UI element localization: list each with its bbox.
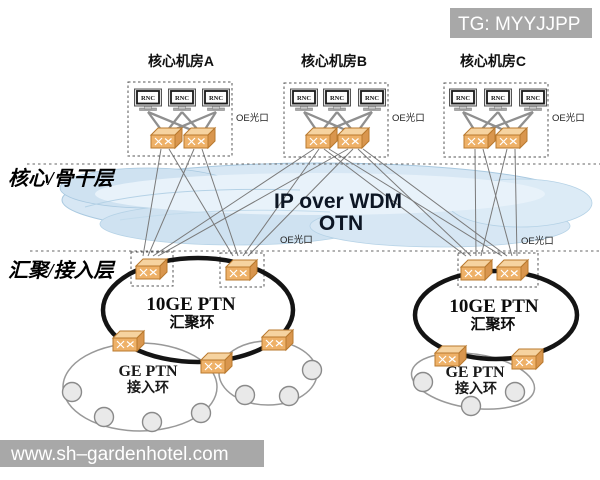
core-room-c-box	[443, 82, 549, 158]
access-node-icon	[234, 384, 256, 406]
right-access-ring-title: GE PTN	[445, 364, 505, 381]
aggregation-ring-right	[412, 268, 580, 362]
access-node-icon	[61, 381, 83, 403]
access-node-icon	[190, 402, 212, 424]
left-ring-title: 10GE PTN	[146, 294, 235, 315]
rnc-labels: RNC RNC RNC RNC RNC RNC RNC RNC RNC	[141, 95, 540, 102]
aggregation-node-icon	[511, 348, 544, 370]
core-router-icon	[495, 127, 528, 149]
aggregation-node-icon	[496, 259, 529, 281]
core-router-icon	[463, 127, 496, 149]
rnc-label: RNC	[175, 95, 189, 102]
rnc-label: RNC	[365, 95, 379, 102]
rnc-label: RNC	[209, 95, 223, 102]
agg-node-box-left-1	[130, 251, 174, 287]
rnc-label: RNC	[330, 95, 344, 102]
core-room-a-label: 核心机房A	[148, 53, 214, 69]
watermark-top-text: TG: MYYJJPP	[458, 14, 580, 35]
access-node-icon	[412, 371, 434, 393]
aggregation-node-icon	[200, 352, 233, 374]
agg-node-box-left-2	[219, 252, 265, 288]
aggregation-layer-label: 汇聚/接入层	[8, 259, 117, 282]
rnc-label: RNC	[491, 95, 505, 102]
core-to-aggregation-links	[142, 148, 518, 257]
watermark-top-right: TG: MYYJJPP	[450, 8, 592, 38]
core-router-icon	[183, 127, 216, 149]
core-layer-label: 核心/骨干层	[8, 167, 117, 190]
rnc-label: RNC	[297, 95, 311, 102]
watermark-bottom-text: www.sh–gardenhotel.com	[10, 444, 229, 465]
aggregation-node-icon	[225, 259, 258, 281]
access-node-icon	[93, 406, 115, 428]
cloud-title-line2: OTN	[319, 212, 363, 235]
left-access-ring-subtitle: 接入环	[127, 379, 169, 396]
core-room-b-label: 核心机房B	[301, 53, 367, 69]
access-node-icon	[301, 359, 323, 381]
aggregation-ring-left	[100, 255, 296, 365]
oe-port-label: OE光口	[552, 112, 585, 124]
access-node-icon	[460, 395, 482, 417]
rnc-label: RNC	[141, 95, 155, 102]
core-room-b-box	[283, 82, 389, 158]
aggregation-node-icon	[261, 329, 294, 351]
agg-node-box-right	[457, 252, 539, 288]
aggregation-node-icon	[460, 259, 493, 281]
access-node-icon	[278, 385, 300, 407]
rnc-label: RNC	[456, 95, 470, 102]
access-node-icon	[141, 411, 163, 433]
oe-port-label: OE光口	[521, 235, 554, 247]
core-router-icon	[337, 127, 370, 149]
cloud-title-line1: IP over WDM	[274, 190, 402, 213]
core-room-c-label: 核心机房C	[460, 53, 526, 69]
aggregation-node-icon	[135, 258, 168, 280]
rnc-label: RNC	[526, 95, 540, 102]
oe-port-label: OE光口	[280, 234, 313, 246]
access-node-icon	[504, 381, 526, 403]
aggregation-node-icon	[112, 330, 145, 352]
core-router-icon	[305, 127, 338, 149]
right-access-ring-subtitle: 接入环	[455, 380, 497, 397]
oe-port-label: OE光口	[236, 112, 269, 124]
core-router-icon	[150, 127, 183, 149]
watermark-bottom-left: www.sh–gardenhotel.com	[0, 440, 264, 467]
core-room-a-box	[127, 81, 233, 157]
right-ring-title: 10GE PTN	[449, 296, 538, 317]
wdm-otn-cloud	[59, 162, 593, 248]
left-access-ring-title: GE PTN	[118, 363, 178, 380]
oe-port-label: OE光口	[392, 112, 425, 124]
right-ring-subtitle: 汇聚环	[470, 316, 515, 333]
left-ring-subtitle: 汇聚环	[169, 314, 214, 331]
aggregation-node-icon	[434, 345, 467, 367]
